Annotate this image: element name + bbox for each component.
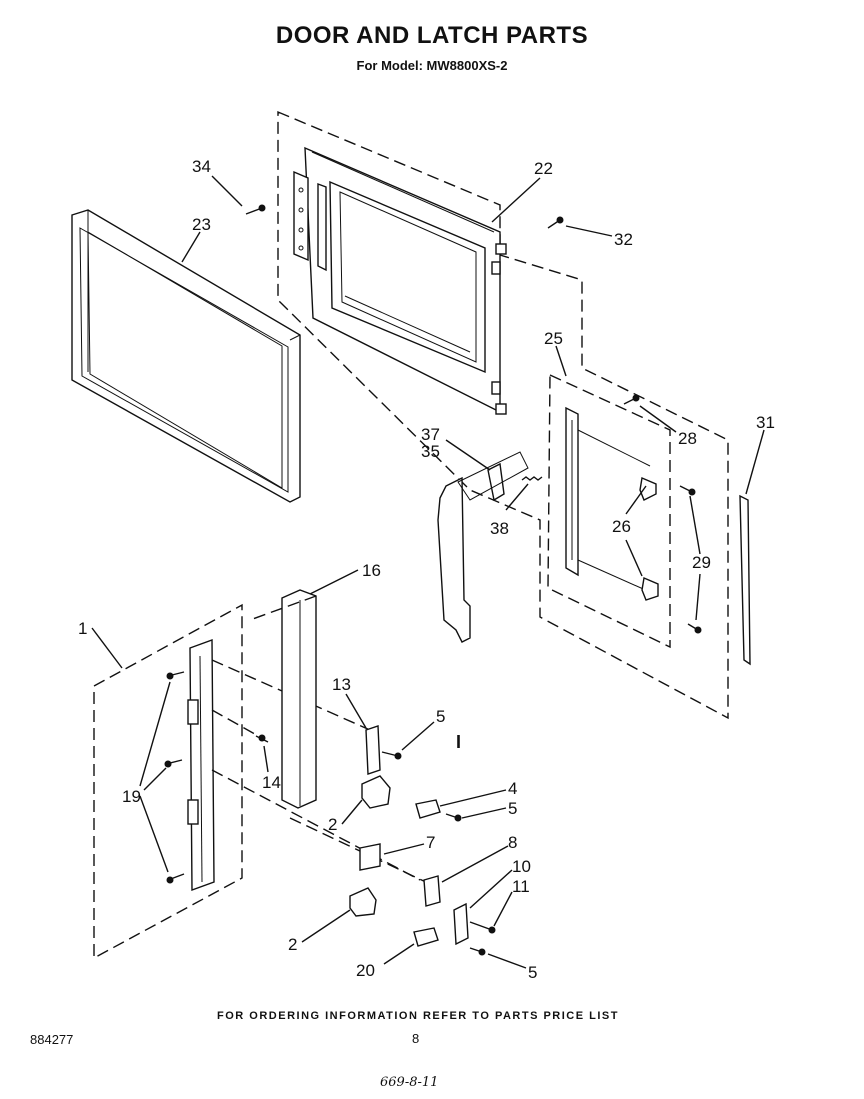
callout-23: 23 — [192, 215, 211, 234]
insulator-7 — [359, 843, 381, 871]
outer-door-panel-23 — [71, 209, 301, 503]
interlock-switch-2a — [361, 775, 391, 809]
callout-20: 20 — [356, 961, 375, 980]
callout-26: 26 — [612, 517, 631, 536]
callout-labels: 34 22 32 23 25 28 31 37 35 38 26 29 16 1… — [78, 157, 775, 982]
callout-35: 35 — [421, 442, 440, 461]
callout-8: 8 — [508, 833, 517, 852]
callout-11: 11 — [512, 877, 530, 896]
actuator-4 — [415, 799, 441, 819]
ordering-note: FOR ORDERING INFORMATION REFER TO PARTS … — [217, 1010, 619, 1022]
bracket-10 — [453, 902, 469, 946]
callout-22: 22 — [534, 159, 553, 178]
callout-2-a: 2 — [328, 815, 337, 834]
door-assembly-group — [277, 110, 729, 720]
model-subtitle: For Model: MW8800XS-2 — [356, 58, 508, 73]
callout-5-b: 5 — [508, 799, 517, 818]
callout-16: 16 — [362, 561, 381, 580]
callout-25: 25 — [544, 329, 563, 348]
callout-4: 4 — [508, 779, 517, 798]
callout-34: 34 — [192, 157, 211, 176]
callout-5-a: 5 — [436, 707, 445, 726]
callout-2-b: 2 — [288, 935, 297, 954]
page-number: 8 — [412, 1031, 420, 1046]
callout-10: 10 — [512, 857, 531, 876]
switch-8 — [423, 875, 441, 907]
switch-bracket-assembly-1 — [93, 603, 431, 960]
callout-14: 14 — [262, 773, 281, 792]
latch-actuator-35 — [437, 451, 543, 643]
callout-1: 1 — [78, 619, 87, 638]
trim-strip-31 — [739, 494, 751, 666]
leader-lines — [91, 175, 765, 969]
handwritten-note: 669-8-11 — [380, 1075, 439, 1090]
page-title: DOOR AND LATCH PARTS — [275, 22, 589, 49]
callout-28: 28 — [678, 429, 697, 448]
switch-bracket-13 — [365, 725, 381, 775]
callout-19: 19 — [122, 787, 141, 806]
callout-31: 31 — [756, 413, 775, 432]
shield-16 — [281, 589, 317, 809]
callout-13: 13 — [332, 675, 351, 694]
callout-37: 37 — [421, 425, 440, 444]
latch-assembly-group-25 — [547, 373, 702, 649]
actuator-20 — [413, 927, 439, 947]
callout-7: 7 — [426, 833, 435, 852]
callout-5-c: 5 — [528, 963, 537, 982]
callout-29: 29 — [692, 553, 711, 572]
callout-32: 32 — [614, 230, 633, 249]
callout-38: 38 — [490, 519, 509, 538]
document-number: 884277 — [30, 1032, 74, 1047]
interlock-switch-2b — [349, 887, 377, 917]
stray-mark: I — [456, 732, 461, 752]
